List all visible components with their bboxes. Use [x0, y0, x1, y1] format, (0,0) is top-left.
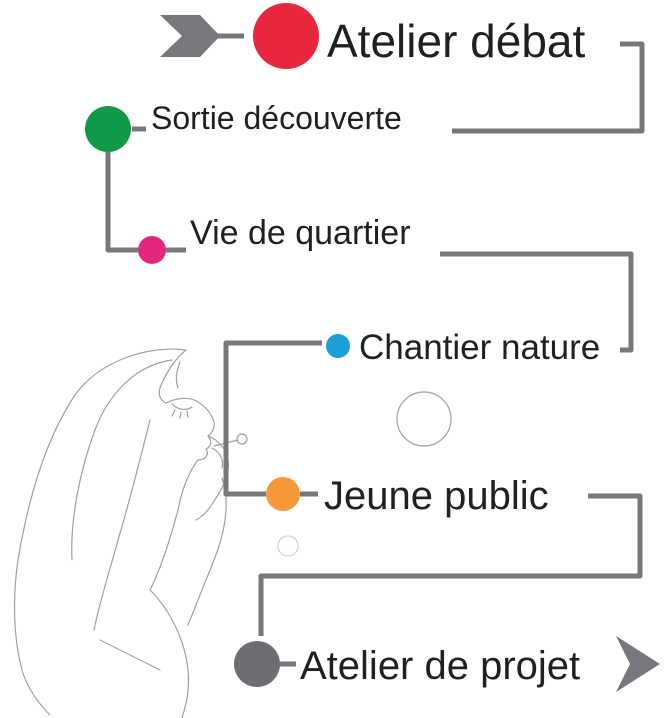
hair-outline: [13, 348, 187, 716]
step-label: Atelier de projet: [300, 644, 580, 688]
connector-chantier-to-jeune: [223, 340, 322, 497]
connector-quartier-to-chantier: [440, 251, 634, 353]
bubble-wand-ring: [236, 433, 248, 445]
step-label: Jeune public: [324, 474, 549, 518]
hair-inner: [71, 359, 173, 561]
step-dot: [234, 641, 280, 687]
step-dot: [138, 236, 166, 264]
step-atelier-debat: Atelier débat: [253, 3, 585, 69]
step-atelier-de-projet: Atelier de projet: [234, 641, 580, 688]
connector-jeune-to-projet: [258, 493, 643, 636]
step-dot: [85, 106, 131, 152]
woman-blowing-bubbles-illustration: [13, 348, 452, 718]
wrist-arm: [187, 477, 227, 626]
finger: [211, 447, 224, 469]
step-label: Vie de quartier: [190, 214, 411, 252]
step-label: Sortie découverte: [151, 100, 402, 136]
step-jeune-public: Jeune public: [266, 474, 549, 518]
jaw-neck: [149, 459, 199, 591]
fringe-strand: [175, 361, 181, 389]
step-dot: [266, 477, 300, 511]
step-dot: [326, 334, 350, 358]
bubble-small: [277, 535, 299, 557]
step-sortie-decouverte: Sortie découverte: [85, 100, 402, 152]
step-dot: [253, 3, 319, 69]
connector-path: [105, 33, 645, 667]
connector-sortie-to-quartier: [105, 152, 138, 253]
step-label: Atelier débat: [327, 15, 585, 67]
eyelash: [171, 409, 189, 419]
connector-debat-to-sortie: [452, 41, 645, 134]
closed-eye: [171, 403, 193, 410]
bubble-large: [396, 391, 452, 447]
face-profile: [165, 397, 215, 461]
step-vie-de-quartier: Vie de quartier: [138, 214, 411, 264]
collar: [99, 639, 161, 671]
hair-back-line: [93, 419, 151, 631]
fringe: [158, 349, 187, 404]
arrowhead-icon: [616, 636, 660, 692]
shoulder: [149, 589, 190, 718]
step-label: Chantier nature: [359, 328, 600, 367]
step-chantier-nature: Chantier nature: [326, 328, 600, 367]
arrow-fletching-icon: [160, 15, 220, 57]
